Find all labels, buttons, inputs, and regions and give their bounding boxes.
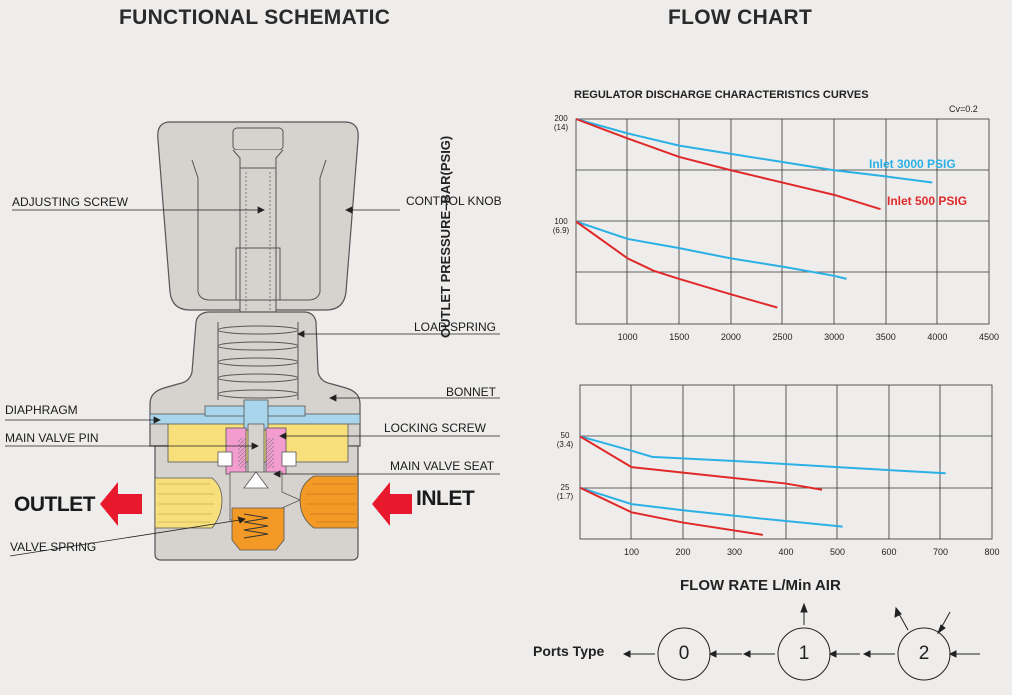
cv-annotation: Cv=0.2 [949, 104, 978, 114]
diaphragm-label: DIAPHRAGM [5, 403, 78, 417]
chart-1-series-line-1 [575, 118, 881, 211]
y-axis-label: OUTLET PRESSURE–BAR(PSIG) [438, 135, 453, 338]
adjusting-screw-label: ADJUSTING SCREW [12, 195, 129, 209]
load-spring-shape [217, 322, 299, 400]
legend-inlet-500: Inlet 500 PSIG [887, 194, 968, 208]
chart-1-x-tick: 1500 [669, 332, 690, 342]
valve-spring-shape [231, 507, 285, 551]
chart-1-title: REGULATOR DISCHARGE CHARACTERISTICS CURV… [574, 89, 869, 101]
chart-1-series-line-3 [575, 220, 778, 309]
chart-1-series-line-2 [575, 220, 847, 280]
chart-2-x-tick: 200 [675, 547, 691, 557]
bonnet-label: BONNET [446, 385, 497, 399]
main-valve-seat-label: MAIN VALVE SEAT [390, 459, 495, 473]
chart-1-y-tick: 200(14) [553, 114, 569, 132]
chart-2-x-tick: 700 [932, 547, 949, 557]
chart-1-x-tick: 2000 [720, 332, 741, 342]
regulator-schematic [5, 121, 500, 561]
chart-2-y-tick: 25(1.7) [556, 482, 574, 501]
bonnet-shape [149, 311, 361, 447]
inlet-arrow [372, 482, 412, 526]
chart-1-y-tick: 100(6.9) [552, 216, 570, 235]
valve-spring-label: VALVE SPRING [10, 540, 97, 554]
ports-type-label: Ports Type [533, 643, 605, 659]
chart-1-series-line-0 [575, 118, 933, 184]
load-spring-label: LOAD SPRING [414, 320, 497, 334]
chart-1-x-tick: 3500 [875, 332, 896, 342]
chart-1-series [575, 118, 933, 309]
chart-1-x-tick: 1000 [617, 332, 638, 342]
port-type-0-label: 0 [678, 643, 690, 664]
chart-1-x-tick: 2500 [772, 332, 793, 342]
chart-2-y-tick: 50(3.4) [556, 431, 574, 450]
chart-2-x-tick: 400 [778, 547, 794, 557]
main-valve-pin-label: MAIN VALVE PIN [5, 431, 99, 445]
port-type-1-label: 1 [798, 643, 810, 664]
chart-2-x-tick: 500 [829, 547, 846, 557]
locking-screw-label: LOCKING SCREW [384, 421, 487, 435]
chart-2-x-tick: 800 [984, 547, 1000, 557]
chart-1-x-tick: 3000 [824, 332, 845, 342]
outlet-port-shape [154, 477, 223, 529]
chart-1-x-tick: 4500 [978, 332, 1000, 342]
chart-2-series [579, 435, 946, 536]
chart-2-x-tick: 100 [623, 547, 640, 557]
schematic-heading: FUNCTIONAL SCHEMATIC [119, 6, 391, 29]
outlet-label: OUTLET [14, 493, 96, 516]
flow-rate-label: FLOW RATE L/Min AIR [680, 577, 841, 594]
chart-2-series-line-1 [579, 435, 823, 491]
chart-1-x-tick: 4000 [927, 332, 948, 342]
inlet-label: INLET [416, 487, 475, 510]
chart-1-frame [575, 118, 990, 325]
chart-2-x-tick: 600 [881, 547, 897, 557]
adjusting-screw-shape [235, 167, 281, 327]
chart-2-x-tick: 300 [726, 547, 743, 557]
chart-2-frame [579, 384, 993, 540]
ports-diagram [622, 602, 980, 681]
outlet-arrow [100, 482, 142, 526]
chart-2-series-line-3 [579, 486, 763, 536]
chart-2-series-line-2 [579, 486, 843, 528]
chart-2-series-line-0 [579, 435, 946, 475]
port-type-2-label: 2 [918, 643, 930, 664]
legend-inlet-3000: Inlet 3000 PSIG [869, 157, 956, 171]
flow-chart-heading: FLOW CHART [668, 6, 813, 29]
control-knob-label: CONTROL KNOB [406, 194, 502, 208]
